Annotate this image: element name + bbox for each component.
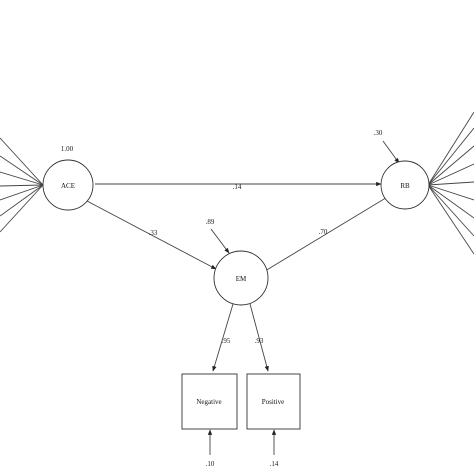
node-negative xyxy=(181,373,238,430)
em-error: .89 xyxy=(206,218,215,226)
coef-ace-em: .33 xyxy=(149,229,158,237)
coef-em-negative: .95 xyxy=(222,337,231,345)
error-arrow-em xyxy=(210,228,230,254)
rb-indicator-lines xyxy=(427,111,474,255)
rb-error: .30 xyxy=(374,129,383,137)
negative-error: .10 xyxy=(206,460,215,468)
positive-error: .14 xyxy=(270,460,279,468)
negative-label: Negative xyxy=(196,398,221,406)
error-arrow-rb xyxy=(382,140,400,164)
path-em-rb xyxy=(264,195,390,272)
positive-label: Positive xyxy=(262,398,285,406)
node-em xyxy=(213,250,269,306)
ace-variance: 1.00 xyxy=(61,145,74,153)
coef-em-rb: .70 xyxy=(319,228,328,236)
node-positive xyxy=(246,373,301,430)
em-label: EM xyxy=(236,275,247,283)
node-ace xyxy=(42,159,94,211)
coef-em-positive: .93 xyxy=(255,337,264,345)
node-rb xyxy=(380,160,430,210)
path-em-negative xyxy=(212,303,234,372)
rb-label: RB xyxy=(400,182,410,190)
path-ace-em xyxy=(86,200,217,270)
ace-label: ACE xyxy=(61,182,75,190)
coef-ace-rb: .14 xyxy=(233,183,242,191)
ace-indicator-lines xyxy=(0,137,44,233)
path-em-positive xyxy=(249,303,269,372)
